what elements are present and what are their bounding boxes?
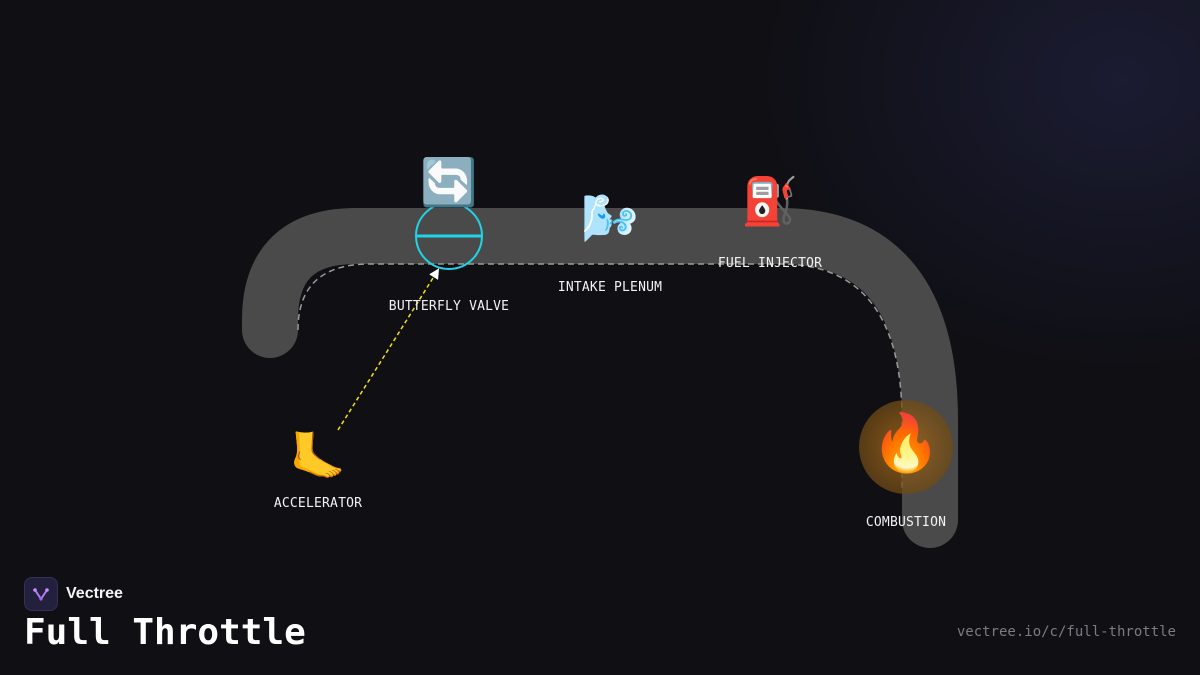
throttle-linkage — [337, 268, 440, 431]
intake-plenum-label: INTAKE PLENUM — [557, 280, 663, 295]
butterfly-valve-label: BUTTERFLY VALVE — [388, 299, 510, 314]
combustion-label: COMBUSTION — [865, 515, 947, 530]
page-title: Full Throttle — [24, 612, 306, 653]
wind-face-icon: 🌬️ — [581, 191, 639, 245]
source-url[interactable]: vectree.io/c/full-throttle — [956, 624, 1176, 640]
intake-pipe — [242, 208, 958, 548]
vectree-logo-icon — [24, 577, 58, 611]
accelerator-label: ACCELERATOR — [273, 496, 363, 511]
fire-icon: 🔥 — [871, 411, 941, 476]
brand: Vectree — [24, 577, 123, 611]
combustion-glow — [859, 400, 953, 494]
fuel-pump-icon: ⛽ — [741, 174, 799, 228]
airflow-path — [297, 263, 903, 490]
fuel-injector-label: FUEL INJECTOR — [717, 256, 823, 271]
counterclockwise-arrows-icon: 🔄 — [420, 155, 478, 209]
foot-icon: 🦶 — [289, 429, 347, 483]
brand-name: Vectree — [66, 585, 123, 602]
butterfly-valve[interactable] — [415, 202, 483, 270]
